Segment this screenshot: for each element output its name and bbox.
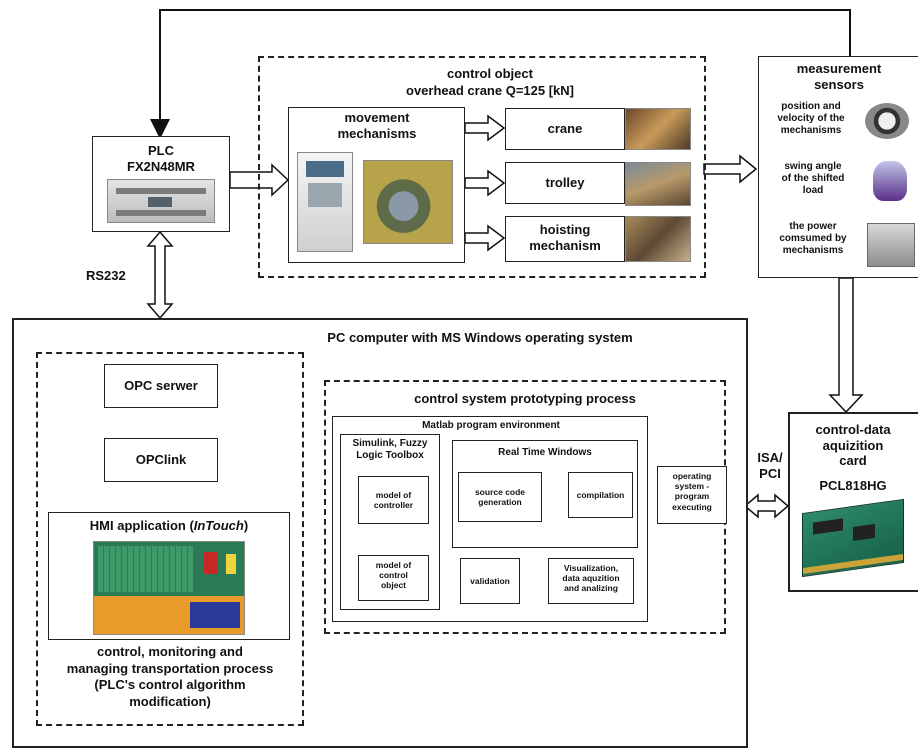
encoder-image: [865, 103, 909, 139]
daq-title: control-data aquizition card: [815, 422, 891, 469]
rs232-arrow: [146, 230, 174, 320]
opclink-box: OPClink: [104, 438, 218, 482]
sensor-swing-label: swing angle of the shifted load: [781, 161, 845, 196]
plc-box: PLC FX2N48MR: [92, 136, 230, 232]
control-object-subtitle: overhead crane Q=125 [kN]: [406, 83, 574, 98]
daq-card-image: [802, 498, 904, 578]
model-object-label: model of control object: [375, 560, 412, 591]
hoisting-box: hoisting mechanism: [505, 216, 625, 262]
source-code-box: source code generation: [458, 472, 542, 522]
crane-photo: [625, 108, 691, 150]
hoisting-photo: [625, 216, 691, 262]
trolley-box: trolley: [505, 162, 625, 204]
validation-label: validation: [470, 576, 510, 586]
to-hoisting-arrow: [464, 224, 506, 252]
sensors-to-daq-arrow: [828, 277, 864, 414]
hmi-app-label: HMI application (InTouch): [49, 518, 289, 534]
sensor-power-label: the power comsumed by mechanisms: [779, 221, 847, 256]
source-code-label: source code generation: [474, 487, 526, 508]
trolley-photo: [625, 162, 691, 206]
opc-server-label: OPC serwer: [124, 378, 198, 393]
hmi-app-prefix: HMI application (: [89, 518, 194, 533]
sensors-box: measurement sensors position and velocit…: [758, 56, 918, 278]
power-meter-image: [867, 223, 915, 267]
plc-title: PLC: [148, 143, 174, 158]
sensor-position-label: position and velocity of the mechanisms: [777, 101, 845, 136]
opclink-label: OPClink: [135, 452, 187, 467]
hmi-app-box: HMI application (InTouch): [48, 512, 290, 640]
isa-pci-label: ISA/ PCI: [757, 450, 783, 481]
control-object-frame: [258, 56, 706, 278]
crane-label: crane: [547, 121, 583, 136]
compilation-box: compilation: [568, 472, 633, 518]
swing-sensor-image: [873, 161, 907, 201]
compilation-label: compilation: [576, 490, 625, 500]
hmi-app-italic: InTouch: [193, 518, 244, 533]
trolley-label: trolley: [545, 175, 585, 190]
sensors-title: measurement sensors: [796, 61, 882, 92]
plc-device-image: [107, 179, 215, 223]
object-to-sensors-arrow: [703, 154, 758, 184]
motor-image: [363, 160, 453, 244]
os-exec-label: operating system - program executing: [672, 471, 712, 512]
visualization-box: Visualization, data aquzition and analiz…: [548, 558, 634, 604]
to-crane-arrow: [464, 114, 506, 142]
plc-model: FX2N48MR: [127, 159, 195, 174]
control-object-title: control object: [447, 66, 533, 81]
movement-mechanisms-box: movement mechanisms: [288, 107, 465, 263]
simulink-label: Simulink, Fuzzy Logic Toolbox: [352, 438, 428, 461]
daq-model: PCL818HG: [819, 478, 887, 493]
intouch-screenshot: [93, 541, 245, 635]
inverter-image: [297, 152, 353, 252]
movement-mechanisms-label: movement mechanisms: [337, 110, 417, 141]
os-exec-box: operating system - program executing: [657, 466, 727, 524]
proto-title: control system prototyping process: [414, 391, 636, 406]
daq-box: control-data aquizition card PCL818HG: [788, 412, 918, 592]
rs232-label: RS232: [86, 268, 126, 283]
hmi-app-suffix: ): [243, 518, 249, 533]
isa-pci-arrow: [743, 493, 790, 519]
hmi-caption: control, monitoring and managing transpo…: [66, 644, 274, 709]
matlab-label: Matlab program environment: [422, 420, 560, 431]
opc-server-box: OPC serwer: [104, 364, 218, 408]
hmi-panel-frame: [36, 352, 304, 726]
crane-box: crane: [505, 108, 625, 150]
model-object-box: model of control object: [358, 555, 429, 601]
validation-box: validation: [460, 558, 520, 604]
feedback-line: [150, 9, 851, 139]
rtw-label: Real Time Windows: [498, 447, 592, 458]
visualization-label: Visualization, data aquzition and analiz…: [562, 563, 620, 594]
model-controller-box: model of controller: [358, 476, 429, 524]
to-trolley-arrow: [464, 169, 506, 197]
model-controller-label: model of controller: [373, 490, 414, 511]
pc-title: PC computer with MS Windows operating sy…: [327, 330, 633, 345]
hoisting-label: hoisting mechanism: [529, 222, 601, 253]
